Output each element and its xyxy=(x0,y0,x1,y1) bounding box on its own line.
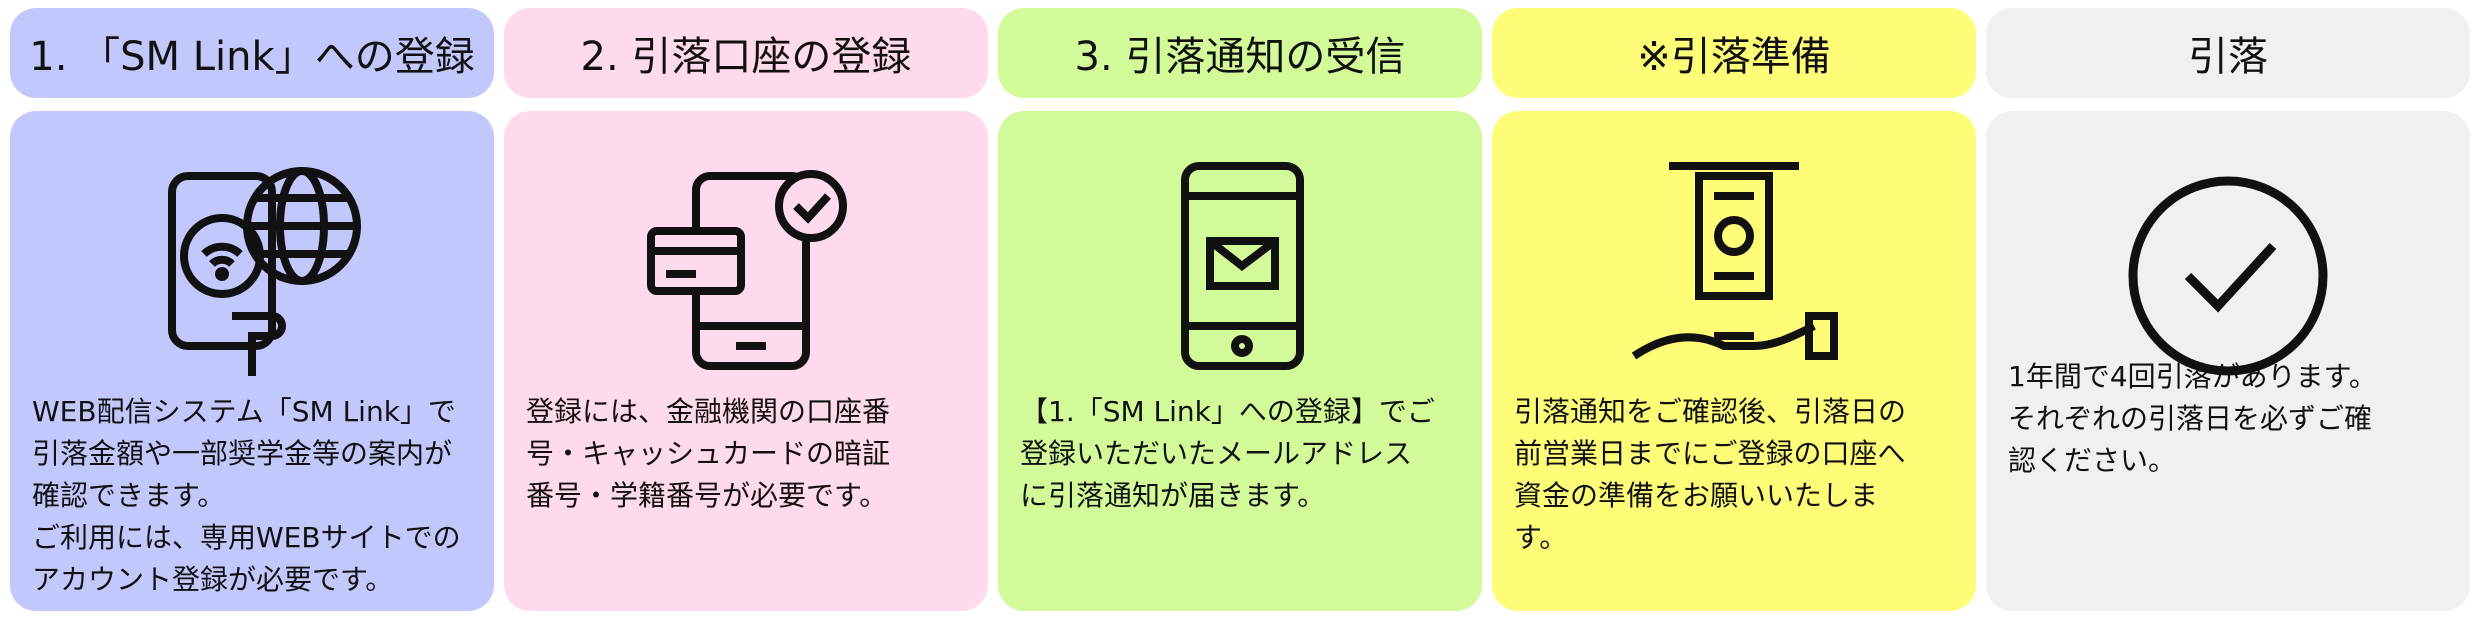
step-card: 登録には、金融機関の口座番 号・キャッシュカードの暗証 番号・学籍番号が必要です… xyxy=(504,111,988,611)
step-card: 【1.「SM Link」への登録】でご 登録いただいたメールアドレス に引落通知… xyxy=(998,111,1482,611)
phone-card-check-icon xyxy=(647,170,847,370)
step-1: 1. 「SM Link」への登録 WEB配信システム「SM Link」で 引落金… xyxy=(10,8,494,611)
step-title: 引落 xyxy=(2188,34,2268,80)
step-title: 2. 引落口座の登録 xyxy=(580,34,912,80)
step-description: WEB配信システム「SM Link」で 引落金額や一部奨学金等の案内が 確認でき… xyxy=(32,395,461,596)
step-header: 2. 引落口座の登録 xyxy=(504,8,988,98)
step-description: 引落通知をご確認後、引落日の 前営業日までにご登録の口座へ 資金の準備をお願いい… xyxy=(1514,395,1907,554)
step-header: 1. 「SM Link」への登録 xyxy=(10,8,494,98)
check-circle-icon xyxy=(2128,176,2328,376)
step-4: ※引落準備 引落通知をご確認後、引落日の 前営業日までにご登録の口座へ 資金の準… xyxy=(1492,8,1976,611)
step-header: 引落 xyxy=(1986,8,2470,98)
step-card: 1年間で4回引落があります。 それぞれの引落日を必ずご確 認ください。 xyxy=(1986,111,2470,611)
step-card: 引落通知をご確認後、引落日の 前営業日までにご登録の口座へ 資金の準備をお願いい… xyxy=(1492,111,1976,611)
step-header: 3. 引落通知の受信 xyxy=(998,8,1482,98)
step-card: WEB配信システム「SM Link」で 引落金額や一部奨学金等の案内が 確認でき… xyxy=(10,111,494,611)
step-header: ※引落準備 xyxy=(1492,8,1976,98)
step-title: 3. 引落通知の受信 xyxy=(1074,34,1406,80)
step-3: 3. 引落通知の受信 【1.「SM Link」への登録】でご 登録いただいたメー… xyxy=(998,8,1482,611)
atm-cash-hand-icon xyxy=(1631,162,1838,360)
step-title: ※引落準備 xyxy=(1637,34,1831,80)
step-2: 2. 引落口座の登録 登録には、金融機関の口座番 号・キャッシュカードの暗証 番… xyxy=(504,8,988,611)
step-title: 1. 「SM Link」への登録 xyxy=(29,34,475,80)
step-description: 【1.「SM Link」への登録】でご 登録いただいたメールアドレス に引落通知… xyxy=(1020,395,1435,512)
step-description: 登録には、金融機関の口座番 号・キャッシュカードの暗証 番号・学籍番号が必要です… xyxy=(526,395,891,512)
phone-globe-icon xyxy=(168,167,361,376)
step-5: 引落 1年間で4回引落があります。 それぞれの引落日を必ずご確 認ください。 xyxy=(1986,8,2470,611)
step-description: 1年間で4回引落があります。 それぞれの引落日を必ずご確 認ください。 xyxy=(2008,360,2377,477)
phone-mail-icon xyxy=(1181,162,1304,370)
